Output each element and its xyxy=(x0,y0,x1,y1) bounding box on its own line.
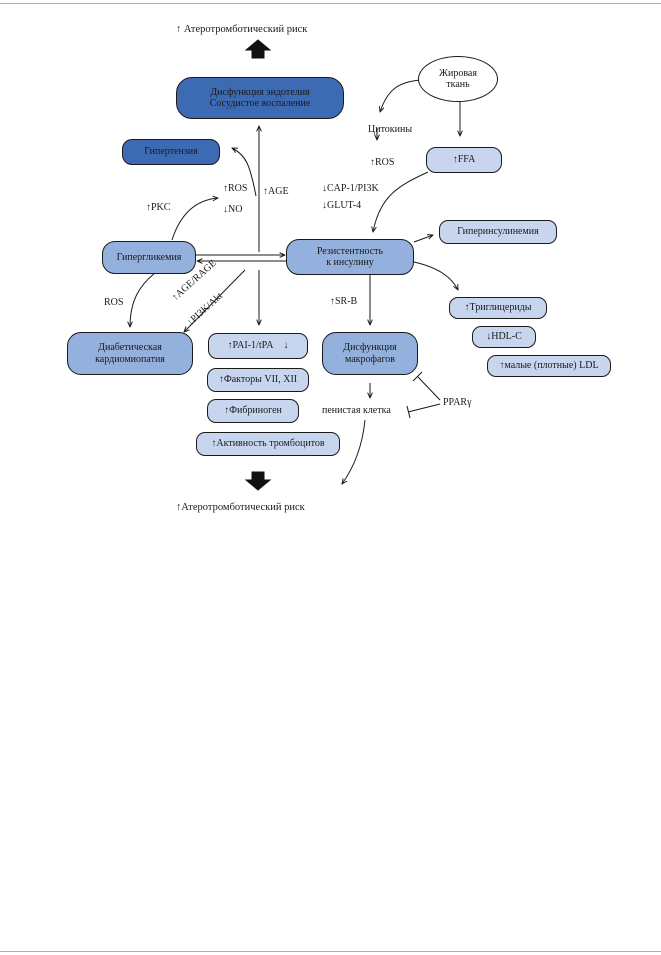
hyperglycemia-node: Гипергликемия xyxy=(102,241,196,274)
insulin-resistance-node: Резистентность к инсулину xyxy=(286,239,414,275)
triglycerides-node: ↑Триглицериды xyxy=(449,297,547,319)
adipose-line1: Жировая xyxy=(439,67,477,79)
arrow-to-hypertension xyxy=(232,148,257,197)
cap-label: ↓CAP-1/PI3K xyxy=(322,183,379,194)
hyperglycemia-text: Гипергликемия xyxy=(116,251,182,263)
bottom-risk-label: ↑Атеротромботический риск xyxy=(176,502,305,513)
hdl-text: HDL-C xyxy=(491,331,522,343)
big-up-arrow xyxy=(244,39,272,59)
adipose-node: Жировая ткань xyxy=(418,56,498,102)
hdl-node: ↓HDL-C xyxy=(472,326,536,348)
no-label: ↓NO xyxy=(223,204,243,215)
arrow-to-triglycerides xyxy=(413,261,458,290)
ros-left-label: ROS xyxy=(104,297,123,308)
triglycerides-text: Триглицериды xyxy=(469,302,532,314)
macrophage-node: Дисфункция макрофагов xyxy=(322,332,418,375)
pkc-text: PKC xyxy=(151,202,171,213)
glut-label: ↓GLUT-4 xyxy=(322,200,362,211)
factors-text: Факторы VII, XII xyxy=(223,374,298,386)
ros-right-text: ROS xyxy=(375,157,395,168)
ppar-inhibit-bar-1 xyxy=(412,371,423,382)
pai-node: ↑PAI-1/tPA ↓ xyxy=(208,333,308,359)
ppar-inhibit-macrophage xyxy=(417,376,441,401)
sr-b-text: SR-B xyxy=(335,296,358,307)
arrow-to-ros-no xyxy=(171,198,218,241)
cap-text: CAP-1/PI3K xyxy=(327,183,379,194)
arrow-to-hyperinsulinemia xyxy=(413,235,433,243)
ros-left-text: ROS xyxy=(104,297,124,308)
ros-right-label: ↑ROS xyxy=(370,157,395,168)
hyperinsulinemia-node: Гиперинсулинемия xyxy=(439,220,557,244)
fibrinogen-text: Фибриноген xyxy=(229,405,282,417)
ldl-node: ↑малые (плотные) LDL xyxy=(487,355,611,377)
factors-node: ↑Факторы VII, XII xyxy=(207,368,309,392)
ros-mid-text: ROS xyxy=(228,183,248,194)
big-down-arrow xyxy=(244,471,272,491)
arrow-to-cytokines xyxy=(380,79,421,112)
fibrinogen-node: ↑Фибриноген xyxy=(207,399,299,423)
macrophage-line1: Дисфункция xyxy=(343,342,397,353)
insulin-resistance-line1: Резистентность xyxy=(316,245,384,257)
arrow-ir-to-cardiomyopathy xyxy=(184,269,246,332)
ffa-text: FFA xyxy=(457,154,476,166)
hypertension-text: Гипертензия xyxy=(144,146,198,158)
endothelium-node: Дисфункция эндотелия Сосудистое воспален… xyxy=(176,77,344,119)
top-risk-text: Атеротромботический риск xyxy=(183,24,308,35)
bottom-border-line xyxy=(0,951,661,952)
foam-cell-text: пенистая клетка xyxy=(322,405,391,416)
ppar-label: PPARγ xyxy=(443,397,472,408)
glut-text: GLUT-4 xyxy=(327,200,362,211)
hypertension-node: Гипертензия xyxy=(122,139,220,165)
platelets-text: Активность тромбоцитов xyxy=(216,438,325,450)
age-text: AGE xyxy=(268,186,289,197)
arrow-to-cardiomyopathy xyxy=(130,272,156,327)
cytokines-text: Цитокины xyxy=(368,124,413,135)
platelets-node: ↑Активность тромбоцитов xyxy=(196,432,340,456)
cytokines-label: Цитокины xyxy=(368,124,412,135)
ldl-text: малые (плотные) LDL xyxy=(504,360,599,372)
sr-b-label: ↑SR-B xyxy=(330,296,358,307)
ppar-inhibit-bar-2 xyxy=(406,405,411,419)
age-label: ↑AGE xyxy=(263,186,289,197)
cardiomyopathy-line1: Диабетическая xyxy=(98,342,162,353)
hyperinsulinemia-text: Гиперинсулинемия xyxy=(457,226,539,238)
pkc-label: ↑PKC xyxy=(146,202,171,213)
top-border-line xyxy=(0,3,661,4)
ros-mid-label: ↑ROS xyxy=(223,183,248,194)
macrophage-line2: макрофагов xyxy=(344,353,396,365)
no-text: NO xyxy=(228,204,243,215)
ffa-node: ↑FFA xyxy=(426,147,502,173)
cardiomyopathy-node: Диабетическая кардиомиопатия xyxy=(67,332,193,375)
foam-cell-label: пенистая клетка xyxy=(322,405,391,416)
endothelium-line1: Дисфункция эндотелия xyxy=(210,86,310,98)
pai-text: PAI-1/tPA xyxy=(232,340,274,352)
ppar-text: PPARγ xyxy=(443,397,472,408)
endothelium-line2: Сосудистое воспаление xyxy=(209,98,311,109)
arrow-ffa-to-ir xyxy=(373,171,429,232)
adipose-line2: ткань xyxy=(446,79,470,90)
cardiomyopathy-line2: кардиомиопатия xyxy=(95,353,165,365)
insulin-resistance-line2: к инсулину xyxy=(326,257,374,268)
arrow-to-bottom-risk xyxy=(342,419,366,484)
top-risk-label: ↑ Атеротромботический риск xyxy=(176,24,308,35)
bottom-risk-text: Атеротромботический риск xyxy=(181,502,305,513)
ppar-inhibit-foam xyxy=(407,403,441,413)
